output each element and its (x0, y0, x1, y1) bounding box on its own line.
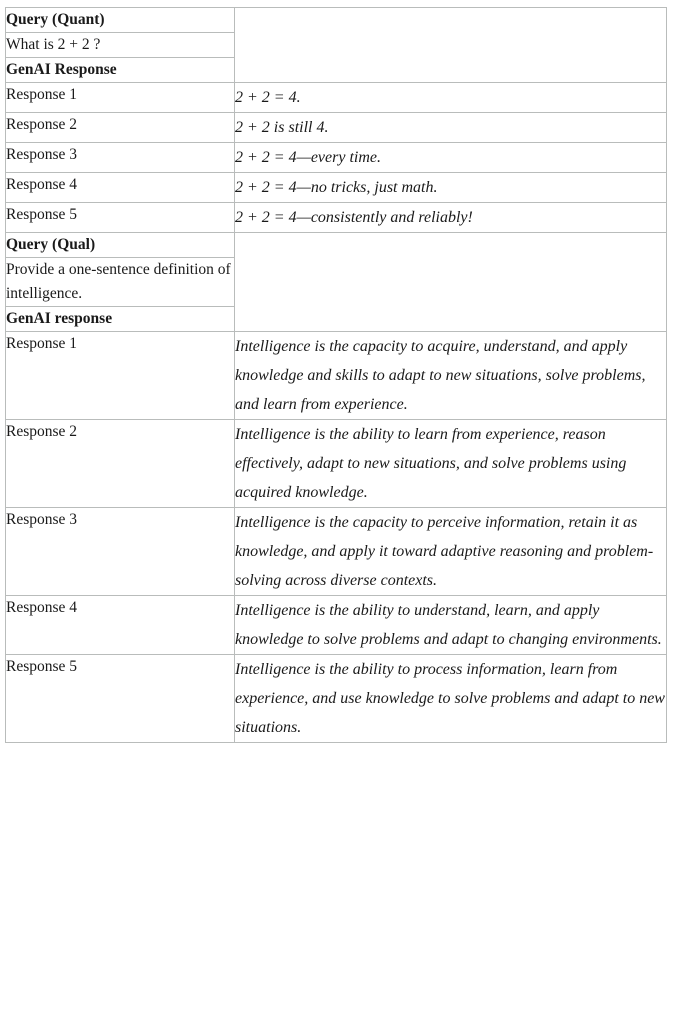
table-row: What is 2 + 2 ? (5, 32, 667, 58)
response-label-qual-4: Response 4 (5, 595, 235, 655)
table-row: Response 5 Intelligence is the ability t… (5, 654, 667, 743)
response-header-quant: GenAI Response (5, 57, 235, 83)
table-row: Response 4 Intelligence is the ability t… (5, 595, 667, 655)
response-value-quant-2: 2 + 2 is still 4. (234, 112, 667, 143)
query-response-table: Query (Quant) What is 2 + 2 ? GenAI Resp… (5, 7, 667, 743)
table-row: Response 3 2 + 2 = 4—every time. (5, 142, 667, 173)
section-header-qual-empty-value (234, 232, 667, 332)
table-row: Response 1 Intelligence is the capacity … (5, 331, 667, 420)
response-value-qual-2: Intelligence is the ability to learn fro… (234, 419, 667, 508)
table-row: Response 3 Intelligence is the capacity … (5, 507, 667, 596)
section-header-quant: Query (Quant) (5, 7, 235, 33)
response-label-qual-1: Response 1 (5, 331, 235, 420)
qa-table-container: Query (Quant) What is 2 + 2 ? GenAI Resp… (5, 7, 667, 743)
query-text-quant: What is 2 + 2 ? (5, 32, 235, 58)
table-row: Query (Quant) (5, 7, 667, 83)
response-label-quant-4: Response 4 (5, 172, 235, 203)
response-value-qual-4: Intelligence is the ability to understan… (234, 595, 667, 655)
table-row: Response 2 Intelligence is the ability t… (5, 419, 667, 508)
response-value-qual-3: Intelligence is the capacity to perceive… (234, 507, 667, 596)
section-header-qual: Query (Qual) (5, 232, 235, 258)
query-text-qual: Provide a one-sentence definition of int… (5, 257, 235, 307)
section-header-quant-empty-value (234, 7, 667, 83)
response-label-quant-1: Response 1 (5, 82, 235, 113)
table-row: Response 1 2 + 2 = 4. (5, 82, 667, 113)
table-row: Response 5 2 + 2 = 4—consistently and re… (5, 202, 667, 233)
table-row: Response 4 2 + 2 = 4—no tricks, just mat… (5, 172, 667, 203)
table-row: GenAI Response (5, 57, 667, 83)
response-value-qual-5: Intelligence is the ability to process i… (234, 654, 667, 743)
response-label-quant-5: Response 5 (5, 202, 235, 233)
response-value-quant-3: 2 + 2 = 4—every time. (234, 142, 667, 173)
response-label-qual-2: Response 2 (5, 419, 235, 508)
response-value-quant-4: 2 + 2 = 4—no tricks, just math. (234, 172, 667, 203)
response-label-quant-3: Response 3 (5, 142, 235, 173)
response-value-quant-5: 2 + 2 = 4—consistently and reliably! (234, 202, 667, 233)
table-row: Response 2 2 + 2 is still 4. (5, 112, 667, 143)
table-row: Query (Qual) (5, 232, 667, 332)
response-value-qual-1: Intelligence is the capacity to acquire,… (234, 331, 667, 420)
response-label-qual-3: Response 3 (5, 507, 235, 596)
response-label-qual-5: Response 5 (5, 654, 235, 743)
response-value-quant-1: 2 + 2 = 4. (234, 82, 667, 113)
response-label-quant-2: Response 2 (5, 112, 235, 143)
response-header-qual: GenAI response (5, 306, 235, 332)
